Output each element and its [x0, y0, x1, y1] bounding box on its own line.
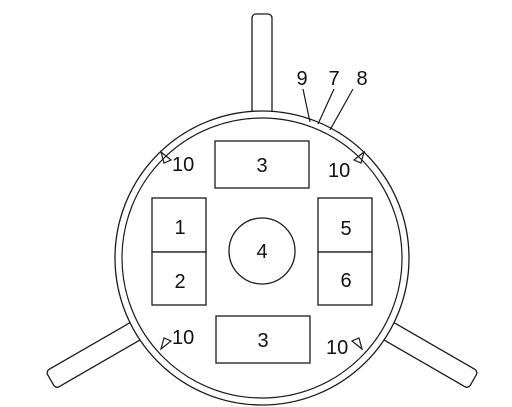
- box-left-bottom-label: 2: [174, 271, 185, 293]
- callout-8: 8: [356, 68, 367, 90]
- box-left-bottom: [151, 251, 207, 306]
- leader-8: [329, 88, 354, 131]
- marker-bottom-left: [159, 337, 173, 351]
- mark-label-bottom-left: 10: [172, 327, 194, 349]
- box-left-top-label: 1: [174, 217, 185, 239]
- box-bottom: [215, 315, 311, 364]
- box-top: [214, 140, 310, 189]
- box-bottom-label: 3: [257, 330, 268, 352]
- arm-top: [251, 13, 273, 125]
- marker-top-right: [352, 150, 366, 164]
- callout-9: 9: [296, 68, 307, 90]
- leader-7: [317, 88, 335, 125]
- callout-7: 7: [328, 68, 339, 90]
- box-top-label: 3: [256, 155, 267, 177]
- center-circle-label: 4: [256, 241, 267, 263]
- leader-9: [302, 88, 311, 123]
- center-circle: [228, 217, 296, 285]
- marker-bottom-right: [350, 337, 364, 351]
- box-right-bottom-label: 6: [340, 270, 351, 292]
- mark-label-bottom-right: 10: [326, 337, 348, 359]
- mark-label-top-left: 10: [172, 154, 194, 176]
- inner-ring: [121, 117, 403, 399]
- box-right-top-label: 5: [340, 218, 351, 240]
- marker-top-left: [159, 150, 173, 164]
- box-right-bottom: [317, 251, 373, 306]
- mark-label-top-right: 10: [328, 160, 350, 182]
